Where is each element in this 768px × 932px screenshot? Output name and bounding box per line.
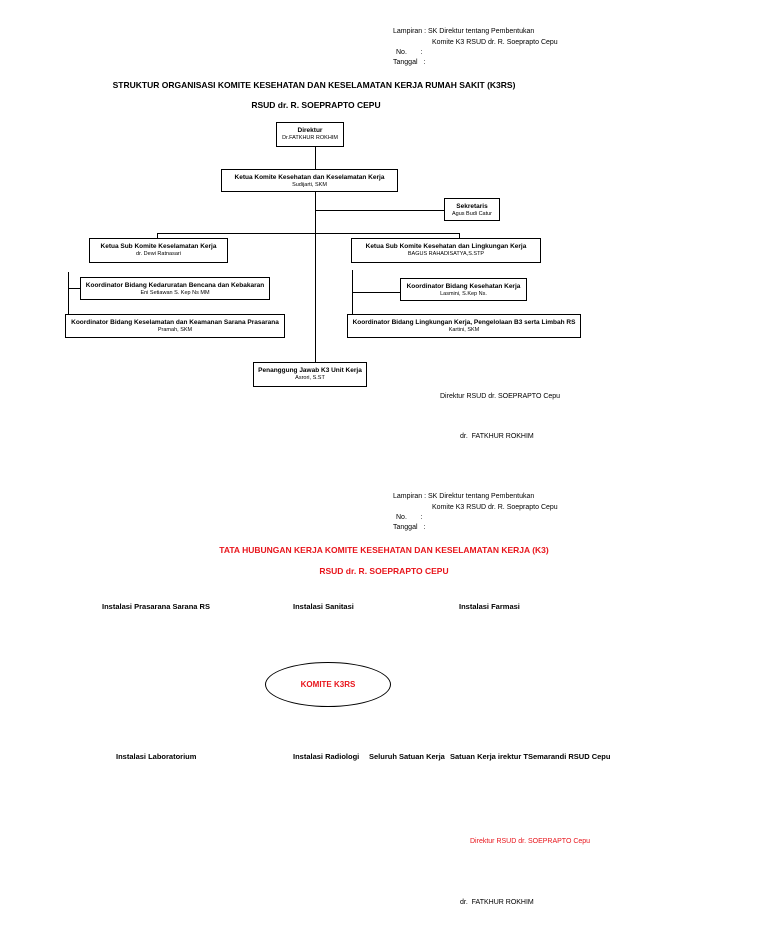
penanggung-name: Asrori, S.ST	[295, 375, 325, 381]
line-to-sekretaris	[315, 210, 444, 211]
koord-darurat-name: Eni Setiawan S. Kep Ns MM	[140, 290, 210, 296]
koord-lingkungan-title: Koordinator Bidang Lingkungan Kerja, Pen…	[352, 319, 576, 326]
unit-farmasi: Instalasi Farmasi	[459, 602, 520, 611]
direktur-name: Dr.FATKHUR ROKHIM	[282, 135, 338, 141]
p2-sign-title: Direktur RSUD dr. SOEPRAPTO Cepu	[470, 838, 591, 845]
unit-radiologi: Instalasi Radiologi	[293, 752, 360, 761]
box-penanggung-jawab: Penanggung Jawab K3 Unit Kerja Asrori, S…	[253, 362, 367, 387]
p1-header-line1: Lampiran : SK Direktur tentang Pembentuk…	[393, 28, 535, 35]
p1-sign-name: dr. FATKHUR ROKHIM	[460, 433, 534, 440]
box-direktur: Direktur Dr.FATKHUR ROKHIM	[276, 122, 344, 147]
box-koord-kesehatan: Koordinator Bidang Kesehatan Kerja Lasmi…	[400, 278, 527, 301]
koord-darurat-title: Koordinator Bidang Kedaruratan Bencana d…	[85, 282, 265, 289]
p2-header-line3: No. :	[396, 514, 423, 521]
p1-header-line3: No. :	[396, 49, 423, 56]
sub-keselamatan-title: Ketua Sub Komite Keselamatan Kerja	[100, 243, 217, 250]
box-sekretaris: Sekretaris Agus Budi Catur	[444, 198, 500, 221]
line-sub-branch	[157, 233, 459, 234]
line-right-bracket	[352, 270, 353, 322]
sub-keselamatan-name: dr. Dewi Ratnasari	[136, 251, 181, 257]
penanggung-title: Penanggung Jawab K3 Unit Kerja	[258, 367, 362, 374]
komite-k3rs-label: KOMITE K3RS	[300, 680, 356, 689]
komite-k3rs-ellipse: KOMITE K3RS	[265, 662, 391, 707]
line-right-k1	[352, 292, 400, 293]
p1-header-line4: Tanggal :	[393, 59, 426, 66]
p2-header-line1: Lampiran : SK Direktur tentang Pembentuk…	[393, 493, 535, 500]
p2-header-line4: Tanggal :	[393, 524, 426, 531]
line-to-sub-right	[459, 233, 460, 238]
unit-sanitasi: Instalasi Sanitasi	[293, 602, 354, 611]
line-left-bracket	[68, 272, 69, 322]
unit-laboratorium: Instalasi Laboratorium	[116, 752, 197, 761]
line-to-sub-left	[157, 233, 158, 238]
koord-sarana-name: Pramah, SKM	[157, 327, 193, 333]
line-left-k1	[68, 288, 80, 289]
p1-title: STRUKTUR ORGANISASI KOMITE KESEHATAN DAN…	[112, 80, 516, 90]
unit-seluruh-satuan: Seluruh Satuan Kerja	[369, 752, 445, 761]
unit-satuan-kerja-direktur: Satuan Kerja irektur TSemarandi RSUD Cep…	[450, 752, 611, 761]
p2-title: TATA HUBUNGAN KERJA KOMITE KESEHATAN DAN…	[219, 545, 549, 555]
koord-kesehatan-name: Lasmini, S.Kep Ns.	[440, 291, 487, 297]
box-koord-lingkungan: Koordinator Bidang Lingkungan Kerja, Pen…	[347, 314, 581, 338]
sekretaris-name: Agus Budi Catur	[451, 211, 493, 217]
line-direktur-ketua	[315, 147, 316, 169]
line-main-trunk	[315, 192, 316, 362]
p1-sign-title: Direktur RSUD dr. SOEPRAPTO Cepu	[440, 393, 561, 400]
box-koord-sarana: Koordinator Bidang Keselamatan dan Keama…	[65, 314, 285, 338]
direktur-title: Direktur	[297, 127, 323, 134]
p2-header-line2: Komite K3 RSUD dr. R. Soeprapto Cepu	[432, 504, 558, 511]
unit-prasarana: Instalasi Prasarana Sarana RS	[102, 602, 210, 611]
box-ketua: Ketua Komite Kesehatan dan Keselamatan K…	[221, 169, 398, 192]
ketua-name: Sudijarti, SKM	[292, 182, 327, 188]
sekretaris-title: Sekretaris	[456, 203, 488, 210]
box-sub-keselamatan: Ketua Sub Komite Keselamatan Kerja dr. D…	[89, 238, 228, 263]
koord-kesehatan-title: Koordinator Bidang Kesehatan Kerja	[406, 283, 521, 290]
sub-kesehatan-name: BAGUS RAHADISATYA,S.STP	[407, 251, 485, 257]
koord-sarana-title: Koordinator Bidang Keselamatan dan Keama…	[71, 319, 279, 326]
sub-kesehatan-title: Ketua Sub Komite Kesehatan dan Lingkunga…	[365, 243, 527, 250]
p2-sign-name: dr. FATKHUR ROKHIM	[460, 899, 534, 906]
ketua-title: Ketua Komite Kesehatan dan Keselamatan K…	[234, 174, 385, 181]
box-sub-kesehatan: Ketua Sub Komite Kesehatan dan Lingkunga…	[351, 238, 541, 263]
box-koord-darurat: Koordinator Bidang Kedaruratan Bencana d…	[80, 277, 270, 300]
koord-lingkungan-name: Kartini, SKM	[448, 327, 480, 333]
p1-header-line2: Komite K3 RSUD dr. R. Soeprapto Cepu	[432, 39, 558, 46]
p2-subtitle: RSUD dr. R. SOEPRAPTO CEPU	[319, 566, 449, 576]
p1-subtitle: RSUD dr. R. SOEPRAPTO CEPU	[251, 100, 381, 110]
